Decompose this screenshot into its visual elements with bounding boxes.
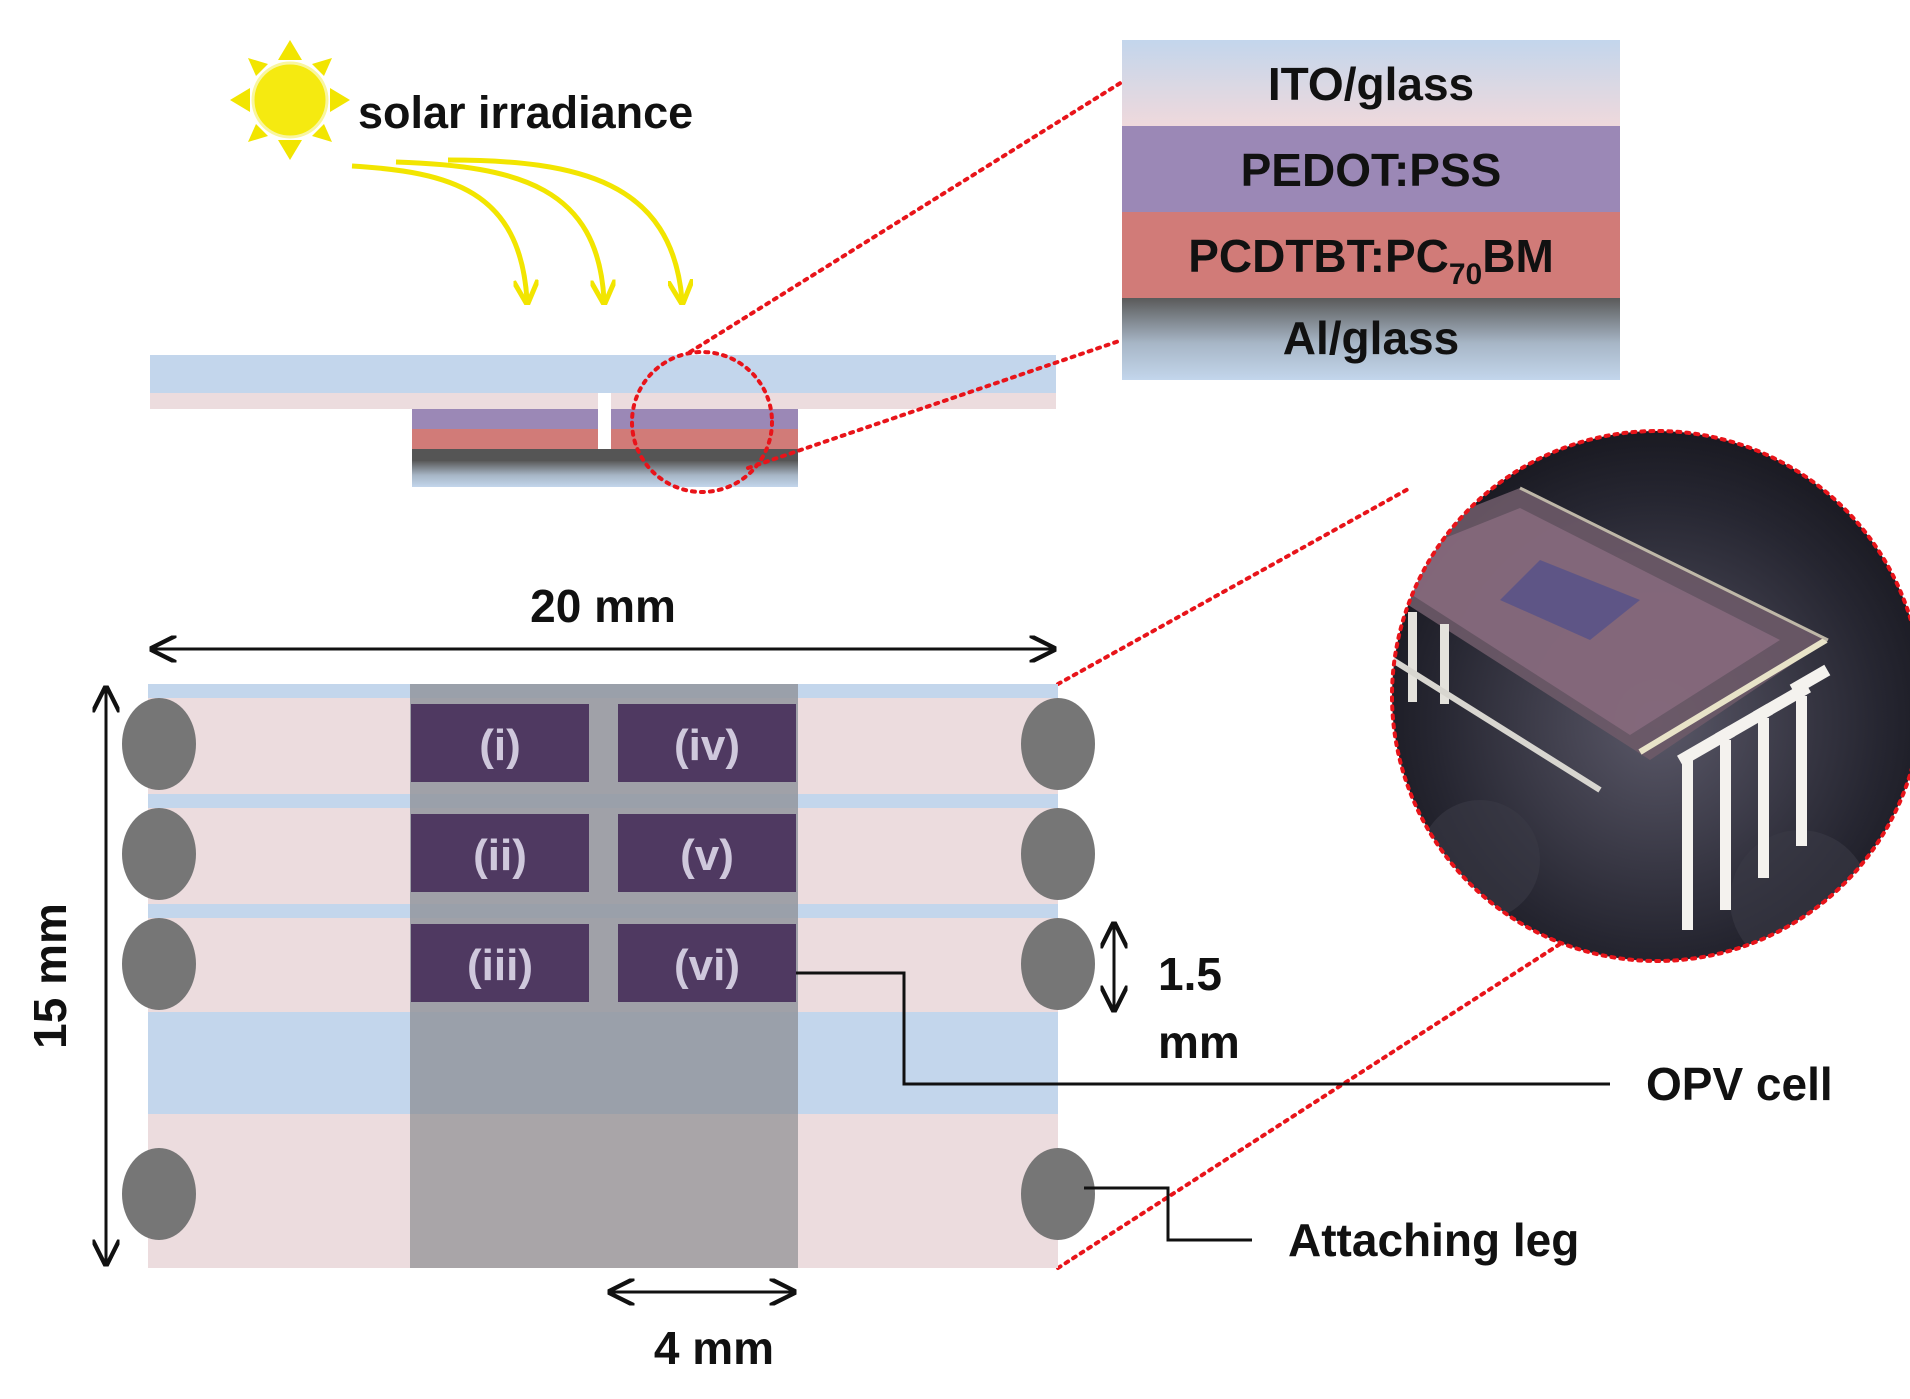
- cell-iv: (iv): [618, 704, 796, 782]
- svg-text:(iii): (iii): [467, 941, 533, 990]
- svg-text:(vi): (vi): [674, 941, 740, 990]
- photo-border: [1390, 429, 1910, 963]
- leg-left-3: [122, 918, 196, 1010]
- cell-vi: (vi): [618, 924, 796, 1002]
- height-label: 15 mm: [24, 903, 76, 1049]
- opv-cell-leader: [796, 971, 1610, 1086]
- leg-right-1: [1021, 698, 1095, 790]
- cell-iii: (iii): [411, 924, 589, 1002]
- leg-left-4: [122, 1148, 196, 1240]
- zoom-circle: [630, 350, 774, 494]
- al-glass-bottom: [412, 461, 798, 487]
- attaching-legs: [122, 698, 1095, 1240]
- photo-zoom-line-upper: [1056, 486, 1412, 686]
- photo-zoom-line-lower: [1056, 942, 1562, 1270]
- layer-pcdtbt: [1122, 212, 1620, 298]
- sun-icon: [230, 40, 350, 160]
- light-ray-2: [395, 159, 604, 300]
- layer-ito-glass: [1122, 40, 1620, 126]
- top-view: (i) (ii) (iii) (iv) (v) (vi): [122, 684, 1095, 1268]
- leg-right-3: [1021, 918, 1095, 1010]
- zoom-line-upper: [688, 80, 1124, 354]
- svg-text:(i): (i): [479, 721, 521, 770]
- width-label: 20 mm: [530, 580, 676, 632]
- layer-label-pcdtbt: PCDTBT:PC70BM: [1188, 230, 1554, 291]
- attaching-leg-label: Attaching leg: [1288, 1214, 1579, 1266]
- zoom-line-lower: [746, 338, 1124, 470]
- leg-left-1: [122, 698, 196, 790]
- opv-cells: (i) (ii) (iii) (iv) (v) (vi): [411, 704, 796, 1002]
- cell-i: (i): [411, 704, 589, 782]
- svg-text:(ii): (ii): [473, 831, 527, 880]
- cell-width-label: 4 mm: [654, 1322, 774, 1374]
- solar-irradiance-label: solar irradiance: [358, 87, 693, 138]
- etched-gap: [598, 393, 611, 449]
- opv-cell-label: OPV cell: [1646, 1058, 1833, 1110]
- cell-ii: (ii): [411, 814, 589, 892]
- pitch-unit: mm: [1158, 1016, 1240, 1068]
- leg-right-4: [1021, 1148, 1095, 1240]
- layer-label-al: Al/glass: [1283, 312, 1459, 364]
- leg-left-2: [122, 808, 196, 900]
- layer-al-glass: [1122, 298, 1620, 380]
- al-layer: [412, 449, 798, 461]
- cell-v: (v): [618, 814, 796, 892]
- layer-stack: ITO/glass PEDOT:PSS PCDTBT:PC70BM Al/gla…: [1122, 40, 1620, 380]
- ito-glass-top: [150, 355, 1056, 393]
- device-photo: [1390, 429, 1910, 963]
- light-ray-3: [447, 157, 682, 300]
- svg-text:(v): (v): [680, 831, 734, 880]
- layer-label-ito: ITO/glass: [1268, 58, 1474, 110]
- active-stripe-lower: [410, 1114, 798, 1268]
- light-rays: [351, 157, 682, 300]
- light-ray-1: [351, 163, 527, 300]
- attaching-leg-leader: [1084, 1186, 1252, 1242]
- layer-label-pedot: PEDOT:PSS: [1241, 144, 1502, 196]
- layer-pedot-pss: [1122, 126, 1620, 212]
- cross-section: [150, 355, 1056, 487]
- leg-right-2: [1021, 808, 1095, 900]
- pitch-value: 1.5: [1158, 948, 1222, 1000]
- svg-text:(iv): (iv): [674, 721, 740, 770]
